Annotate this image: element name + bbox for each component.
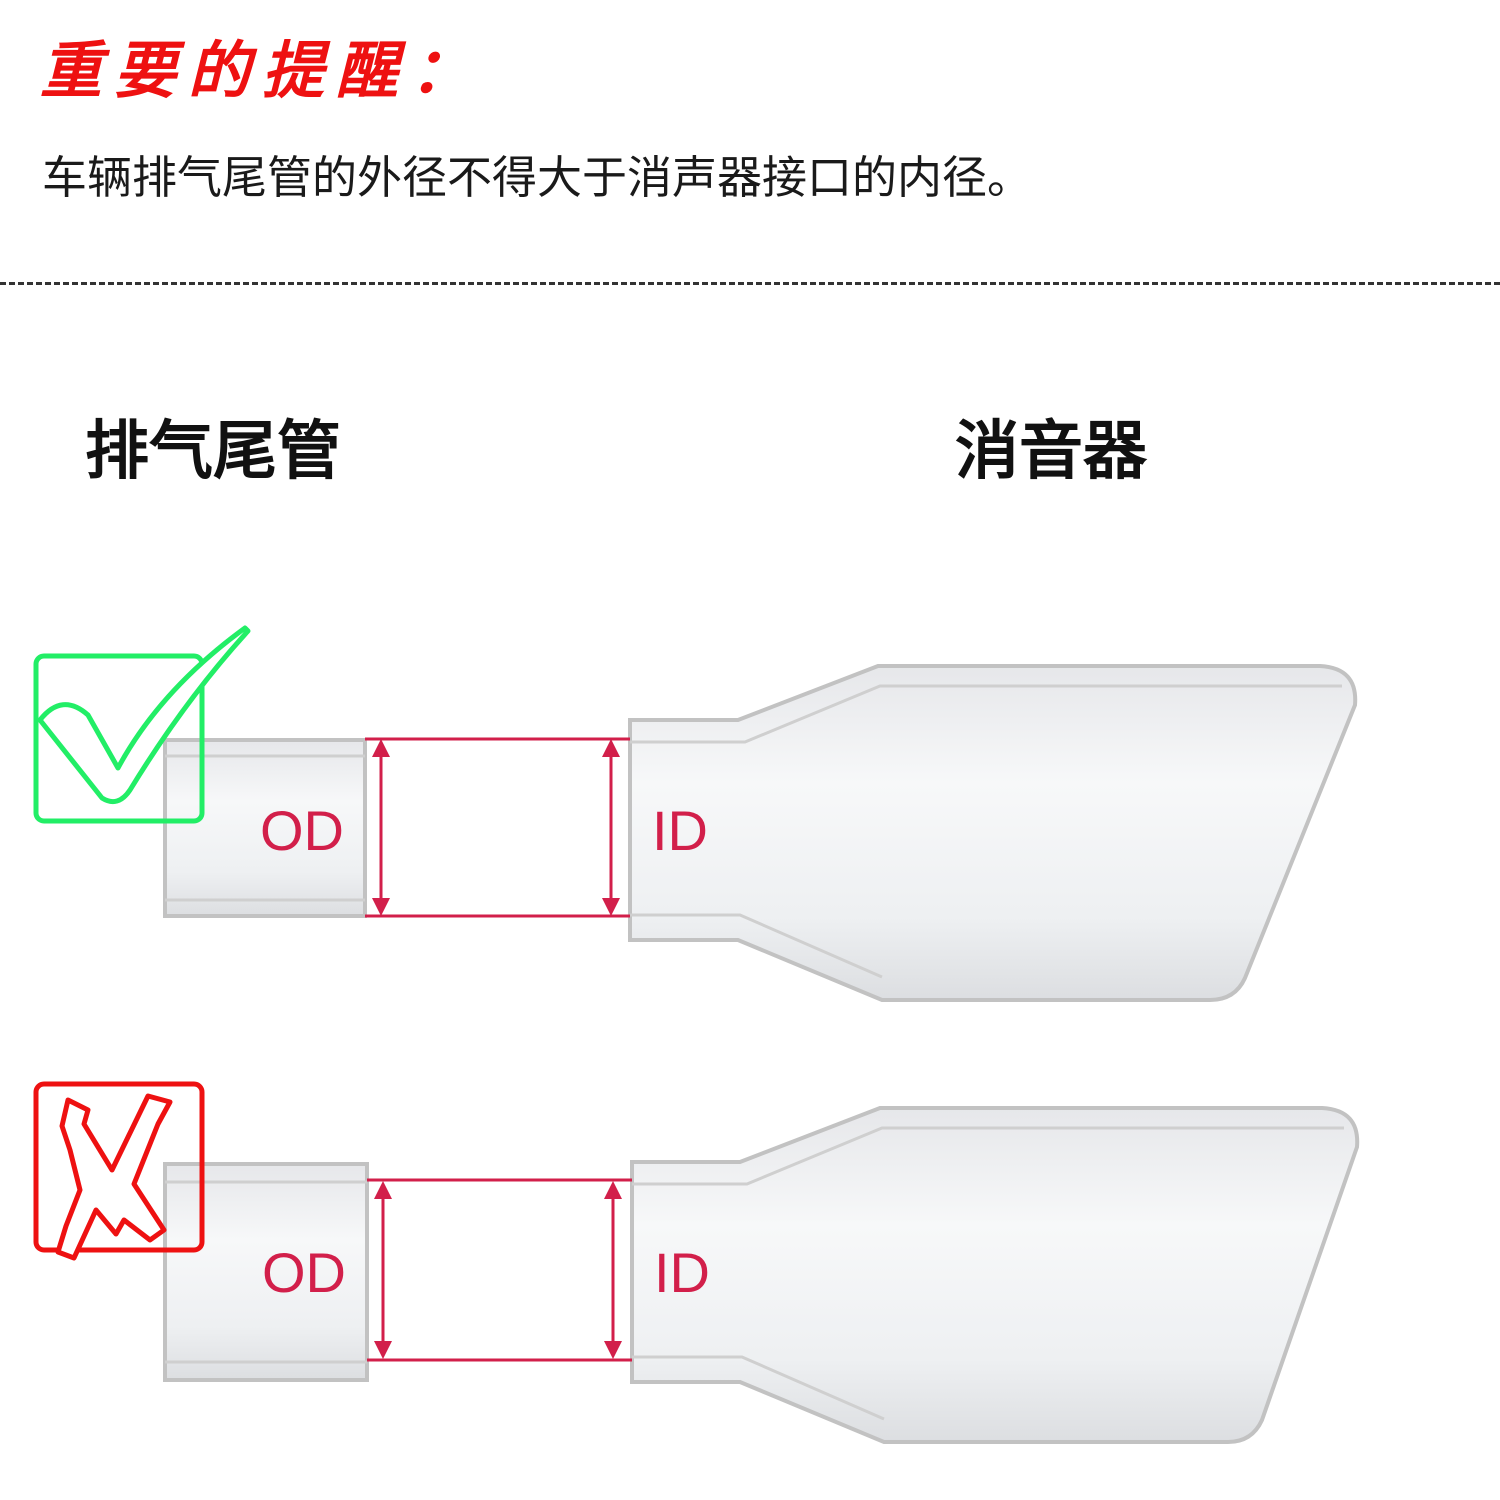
check-icon (33, 625, 251, 824)
muffler-rim-bottom (632, 1355, 885, 1421)
muffler-rim-bottom (630, 913, 883, 979)
tailpipe-body (163, 1162, 369, 1382)
id-label: ID (652, 799, 708, 862)
alert-title: 重要的提醒： (40, 34, 485, 107)
od-label: OD (262, 1241, 346, 1304)
panel-correct: OD ID (33, 625, 1358, 1002)
dashed-divider (0, 282, 1500, 285)
muffler-body (628, 664, 1358, 1002)
od-label: OD (260, 799, 344, 862)
tailpipe-body (163, 738, 367, 918)
muffler-body (630, 1106, 1360, 1444)
muffler-rim (632, 1126, 1344, 1186)
muffler-label: 消音器 (955, 415, 1147, 489)
cross-icon (33, 1081, 205, 1261)
panel-wrong: OD ID (33, 1081, 1360, 1444)
tailpipe-label: 排气尾管 (85, 415, 341, 489)
muffler-rim (630, 684, 1342, 744)
notice-text: 车辆排气尾管的外径不得大于消声器接口的内径。 (42, 151, 1033, 204)
id-label: ID (654, 1241, 710, 1304)
